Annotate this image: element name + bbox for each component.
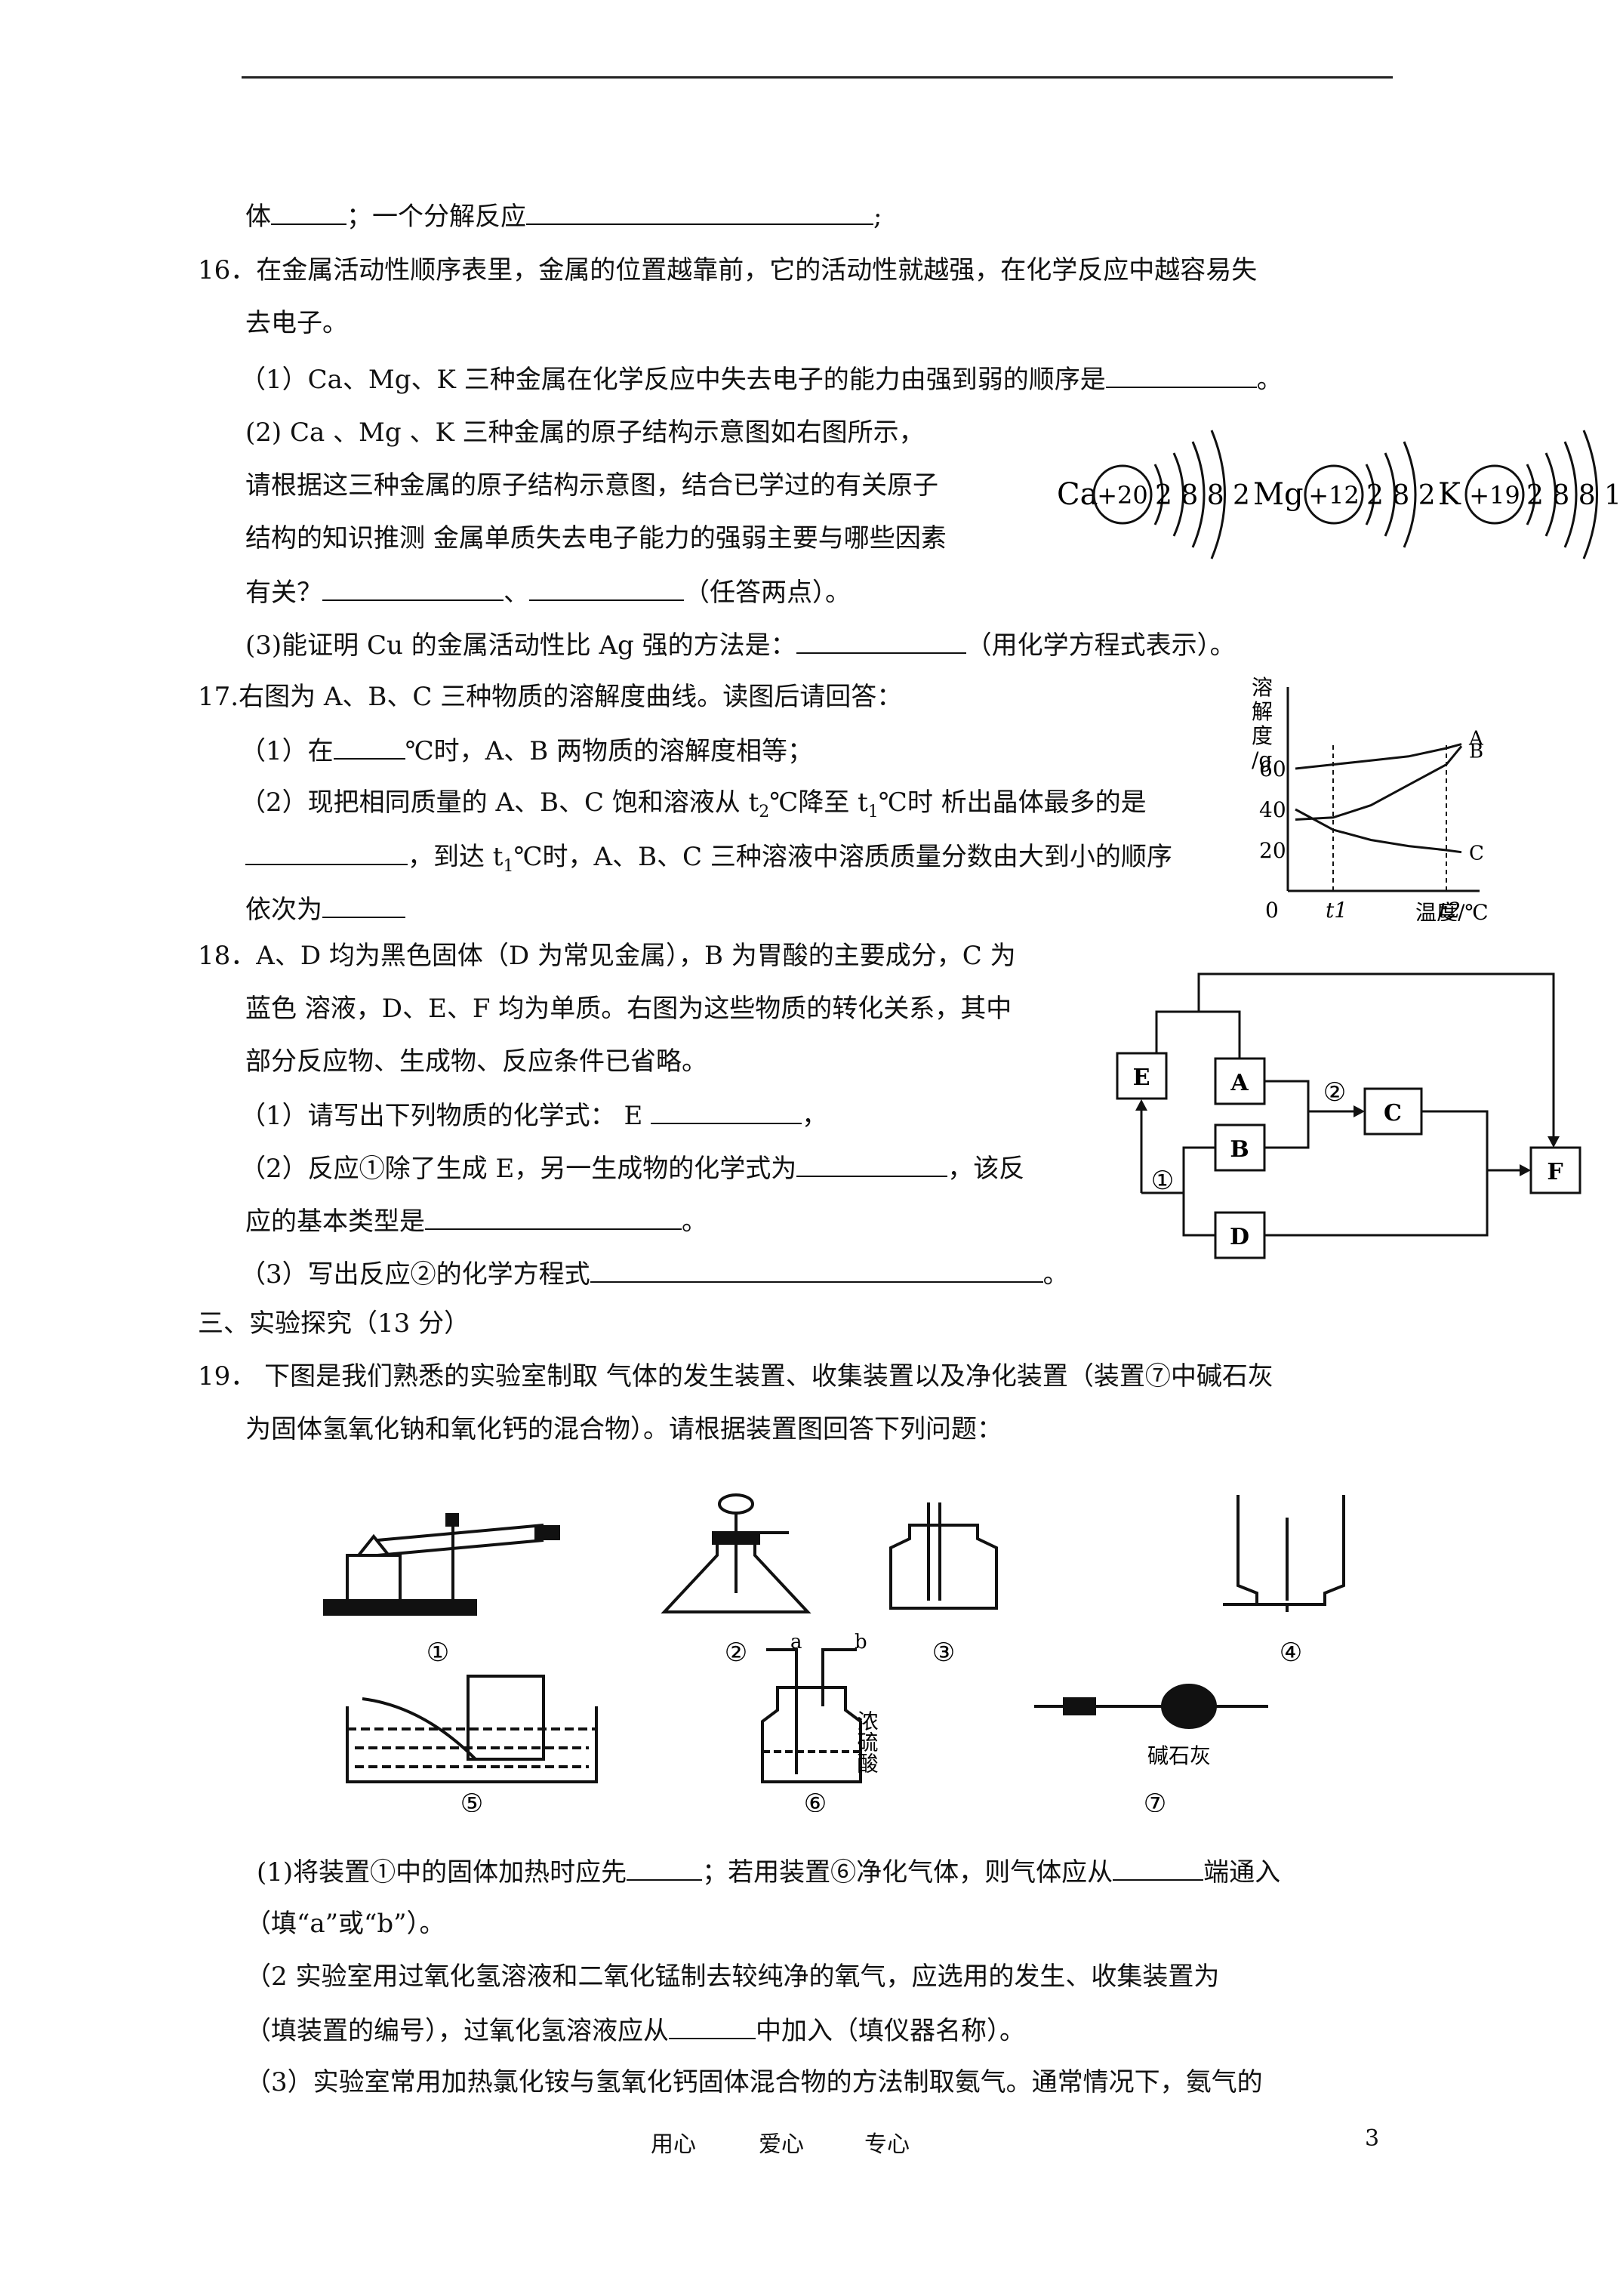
- q16-sub3: (3)能证明 Cu 的金属活动性比 Ag 强的方法是：（用化学方程式表示）。: [245, 627, 1236, 663]
- q16-sub2-line4: 有关？、（任答两点）。: [245, 574, 851, 610]
- q18-line3: 部分反应物、生成物、反应条件已省略。: [245, 1046, 707, 1077]
- q16-sub2-line3: 结构的知识推测 金属单质失去电子能力的强弱主要与哪些因素: [245, 523, 947, 553]
- chart-series-A: [1295, 745, 1463, 821]
- chart-y-tick-40: 40: [1259, 797, 1286, 822]
- atom-mg-symbol: Mg: [1253, 477, 1304, 512]
- chart-series-label-B: B: [1469, 741, 1483, 763]
- chart-ylabel-1: 溶: [1252, 675, 1273, 700]
- q19-sub3: （3）实验室常用加热氯化铵与氢氧化钙固体混合物的方法制取氨气。通常情况下，氨气的: [245, 2067, 1263, 2097]
- chart-ylabel-4: /g: [1252, 747, 1272, 772]
- q18-sub1: （1）请写出下列物质的化学式： E ，: [240, 1097, 827, 1133]
- q18-line1: 18．A、D 均为黑色固体（D 为常见金属），B 为胃酸的主要成分，C 为: [198, 941, 1016, 971]
- q19-sub1-line2: （填“a”或“b”）。: [245, 1909, 445, 1939]
- q16-intro-1: 16．在金属活动性顺序表里，金属的位置越靠前，它的活动性就越强，在化学反应中越容…: [198, 255, 1258, 285]
- apparatus-7-number: ⑦: [1144, 1789, 1166, 1812]
- q18-sub3: （3）写出反应②的化学方程式。: [240, 1256, 1069, 1292]
- apparatus-6-port-a: a: [790, 1631, 802, 1653]
- node-d: D: [1230, 1224, 1249, 1250]
- apparatus-1: [323, 1513, 560, 1616]
- q18-line2: 蓝色 溶液，D、E、F 均为单质。右图为这些物质的转化关系，其中: [245, 994, 1012, 1024]
- q16-intro-2: 去电子。: [245, 308, 348, 338]
- chart-ylabel-3: 度: [1252, 723, 1273, 748]
- header-rule: [242, 76, 1393, 79]
- atom-ca-nucleus: [1092, 464, 1153, 525]
- atom-k-symbol: K: [1438, 477, 1461, 512]
- apparatus-2: [661, 1493, 812, 1613]
- node-f: F: [1547, 1159, 1563, 1185]
- reaction-2-label: ②: [1323, 1077, 1346, 1108]
- node-b: B: [1230, 1136, 1249, 1163]
- node-c: C: [1384, 1100, 1402, 1126]
- apparatus-7-label: 碱石灰: [1147, 1743, 1211, 1768]
- chart-y-tick-60: 60: [1259, 757, 1286, 781]
- footer-text-2: 爱心: [759, 2131, 804, 2158]
- atom-ca-shells: 2 8 8 2: [1155, 480, 1250, 511]
- atom-k: K +19 2 8 8 1: [1438, 430, 1621, 559]
- apparatus-6-number: ⑥: [804, 1789, 827, 1812]
- chart-xlabel: 温度/℃: [1415, 900, 1489, 921]
- footer-text-3: 专心: [864, 2131, 910, 2158]
- chart-x-tick-1: t1: [1326, 898, 1347, 921]
- q19-sub1-line1: (1)将装置①中的固体加热时应先；若用装置⑥净化气体，则气体应从端通入: [257, 1854, 1280, 1890]
- atom-mg: Mg +12 2 8 2: [1253, 441, 1436, 548]
- q16-sub1: （1）Ca、Mg、K 三种金属在化学反应中失去电子的能力由强到弱的顺序是。: [240, 361, 1283, 397]
- apparatus-1-number: ①: [427, 1638, 449, 1668]
- q15-tail: 体；一个分解反应;: [245, 198, 882, 234]
- q16-sub2-line2: 请根据这三种金属的原子结构示意图，结合已学过的有关原子: [245, 470, 938, 501]
- chart-ylabel-2: 解: [1252, 699, 1273, 724]
- reaction-1-label: ①: [1151, 1166, 1174, 1196]
- q19-sub2-line1: （2 实验室用过氧化氢溶液和二氧化锰制去较纯净的氧气，应选用的发生、收集装置为: [245, 1962, 1220, 1992]
- node-e: E: [1133, 1065, 1150, 1091]
- node-a: A: [1230, 1070, 1249, 1096]
- atom-mg-nucleus-label: +12: [1308, 481, 1360, 510]
- apparatus-6: [761, 1648, 862, 1783]
- q18-sub2-line2: 应的基本类型是。: [245, 1203, 707, 1239]
- chart-series-C: [1295, 808, 1462, 854]
- q16-sub2-line1: (2) Ca 、Mg 、K 三种金属的原子结构示意图如右图所示，: [245, 418, 925, 448]
- chart-series-label-C: C: [1469, 843, 1484, 865]
- atom-mg-shells: 2 8 2: [1366, 480, 1436, 511]
- atom-k-nucleus-label: +19: [1469, 481, 1520, 510]
- chart-series-B: [1295, 743, 1462, 770]
- q17-sub2-line2: ，到达 t1℃时，A、B、C 三种溶液中溶质质量分数由大到小的顺序: [245, 838, 1172, 884]
- page-number: 3: [1365, 2125, 1380, 2152]
- chart-x-tick-0: 0: [1265, 898, 1279, 921]
- atom-k-shells: 2 8 8 1: [1526, 480, 1621, 511]
- atom-ca: Ca +20 2 8 8 2: [1057, 430, 1250, 559]
- atom-k-nucleus: [1464, 464, 1525, 525]
- atom-ca-symbol: Ca: [1057, 477, 1098, 512]
- q19-line2: 为固体氢氧化钠和氧化钙的混合物）。请根据装置图回答下列问题：: [245, 1414, 1002, 1444]
- transformation-diagram: E A C B F D ② ①: [1116, 972, 1581, 1259]
- chart-series-label-A: A: [1468, 727, 1484, 750]
- apparatus-3-number: ③: [932, 1638, 955, 1668]
- atomic-structure-diagrams: Ca +20 2 8 8 2 Mg +12 2 8 2 K +19 2 8 8 …: [1057, 430, 1621, 559]
- apparatus-4: [1223, 1495, 1345, 1612]
- q17-intro: 17.右图为 A、B、C 三种物质的溶解度曲线。读图后请回答：: [198, 682, 903, 712]
- q19-sub2-line2: （填装置的编号），过氧化氢溶液应从中加入（填仪器名称）。: [245, 2012, 1025, 2048]
- atom-ca-nucleus-label: +20: [1097, 481, 1148, 510]
- section-3-title: 三、实验探究（13 分）: [198, 1308, 470, 1339]
- atom-mg-nucleus: [1304, 464, 1364, 525]
- node-e-box: [1116, 1052, 1168, 1100]
- q19-line1: 19． 下图是我们熟悉的实验室制取 气体的发生装置、收集装置以及净化装置（装置⑦…: [198, 1361, 1273, 1391]
- q17-sub1: （1）在℃时，A、B 两物质的溶解度相等；: [240, 732, 813, 769]
- apparatus-3: [889, 1502, 998, 1610]
- apparatus-5-number: ⑤: [460, 1789, 483, 1812]
- apparatus-7: [1034, 1684, 1268, 1729]
- q18-sub2-line1: （2）反应①除了生成 E，另一生成物的化学式为，该反: [240, 1150, 1024, 1186]
- q17-sub2-line1: （2）现把相同质量的 A、B、C 饱和溶液从 t2℃降至 t1℃时 析出晶体最多…: [240, 787, 1147, 821]
- apparatus-6-label: 浓硫酸: [855, 1710, 879, 1774]
- chart-x-tick-2: t2: [1439, 898, 1461, 921]
- apparatus-6-port-b: b: [855, 1631, 867, 1653]
- q17-sub2-line3: 依次为: [245, 891, 405, 927]
- chart-y-tick-20: 20: [1259, 838, 1286, 863]
- apparatus-4-number: ④: [1280, 1638, 1302, 1668]
- apparatus-5: [346, 1675, 598, 1783]
- solubility-chart: 溶 解 度 /g 20 40 60 0 t1 t2 AB C 温度/℃: [1252, 675, 1489, 921]
- apparatus-illustrations: a b 浓硫酸 碱石灰 ① ② ③ ④ ⑤ ⑥ ⑦: [323, 1493, 1345, 1812]
- footer-text-1: 用心: [651, 2131, 696, 2158]
- apparatus-2-number: ②: [725, 1638, 747, 1668]
